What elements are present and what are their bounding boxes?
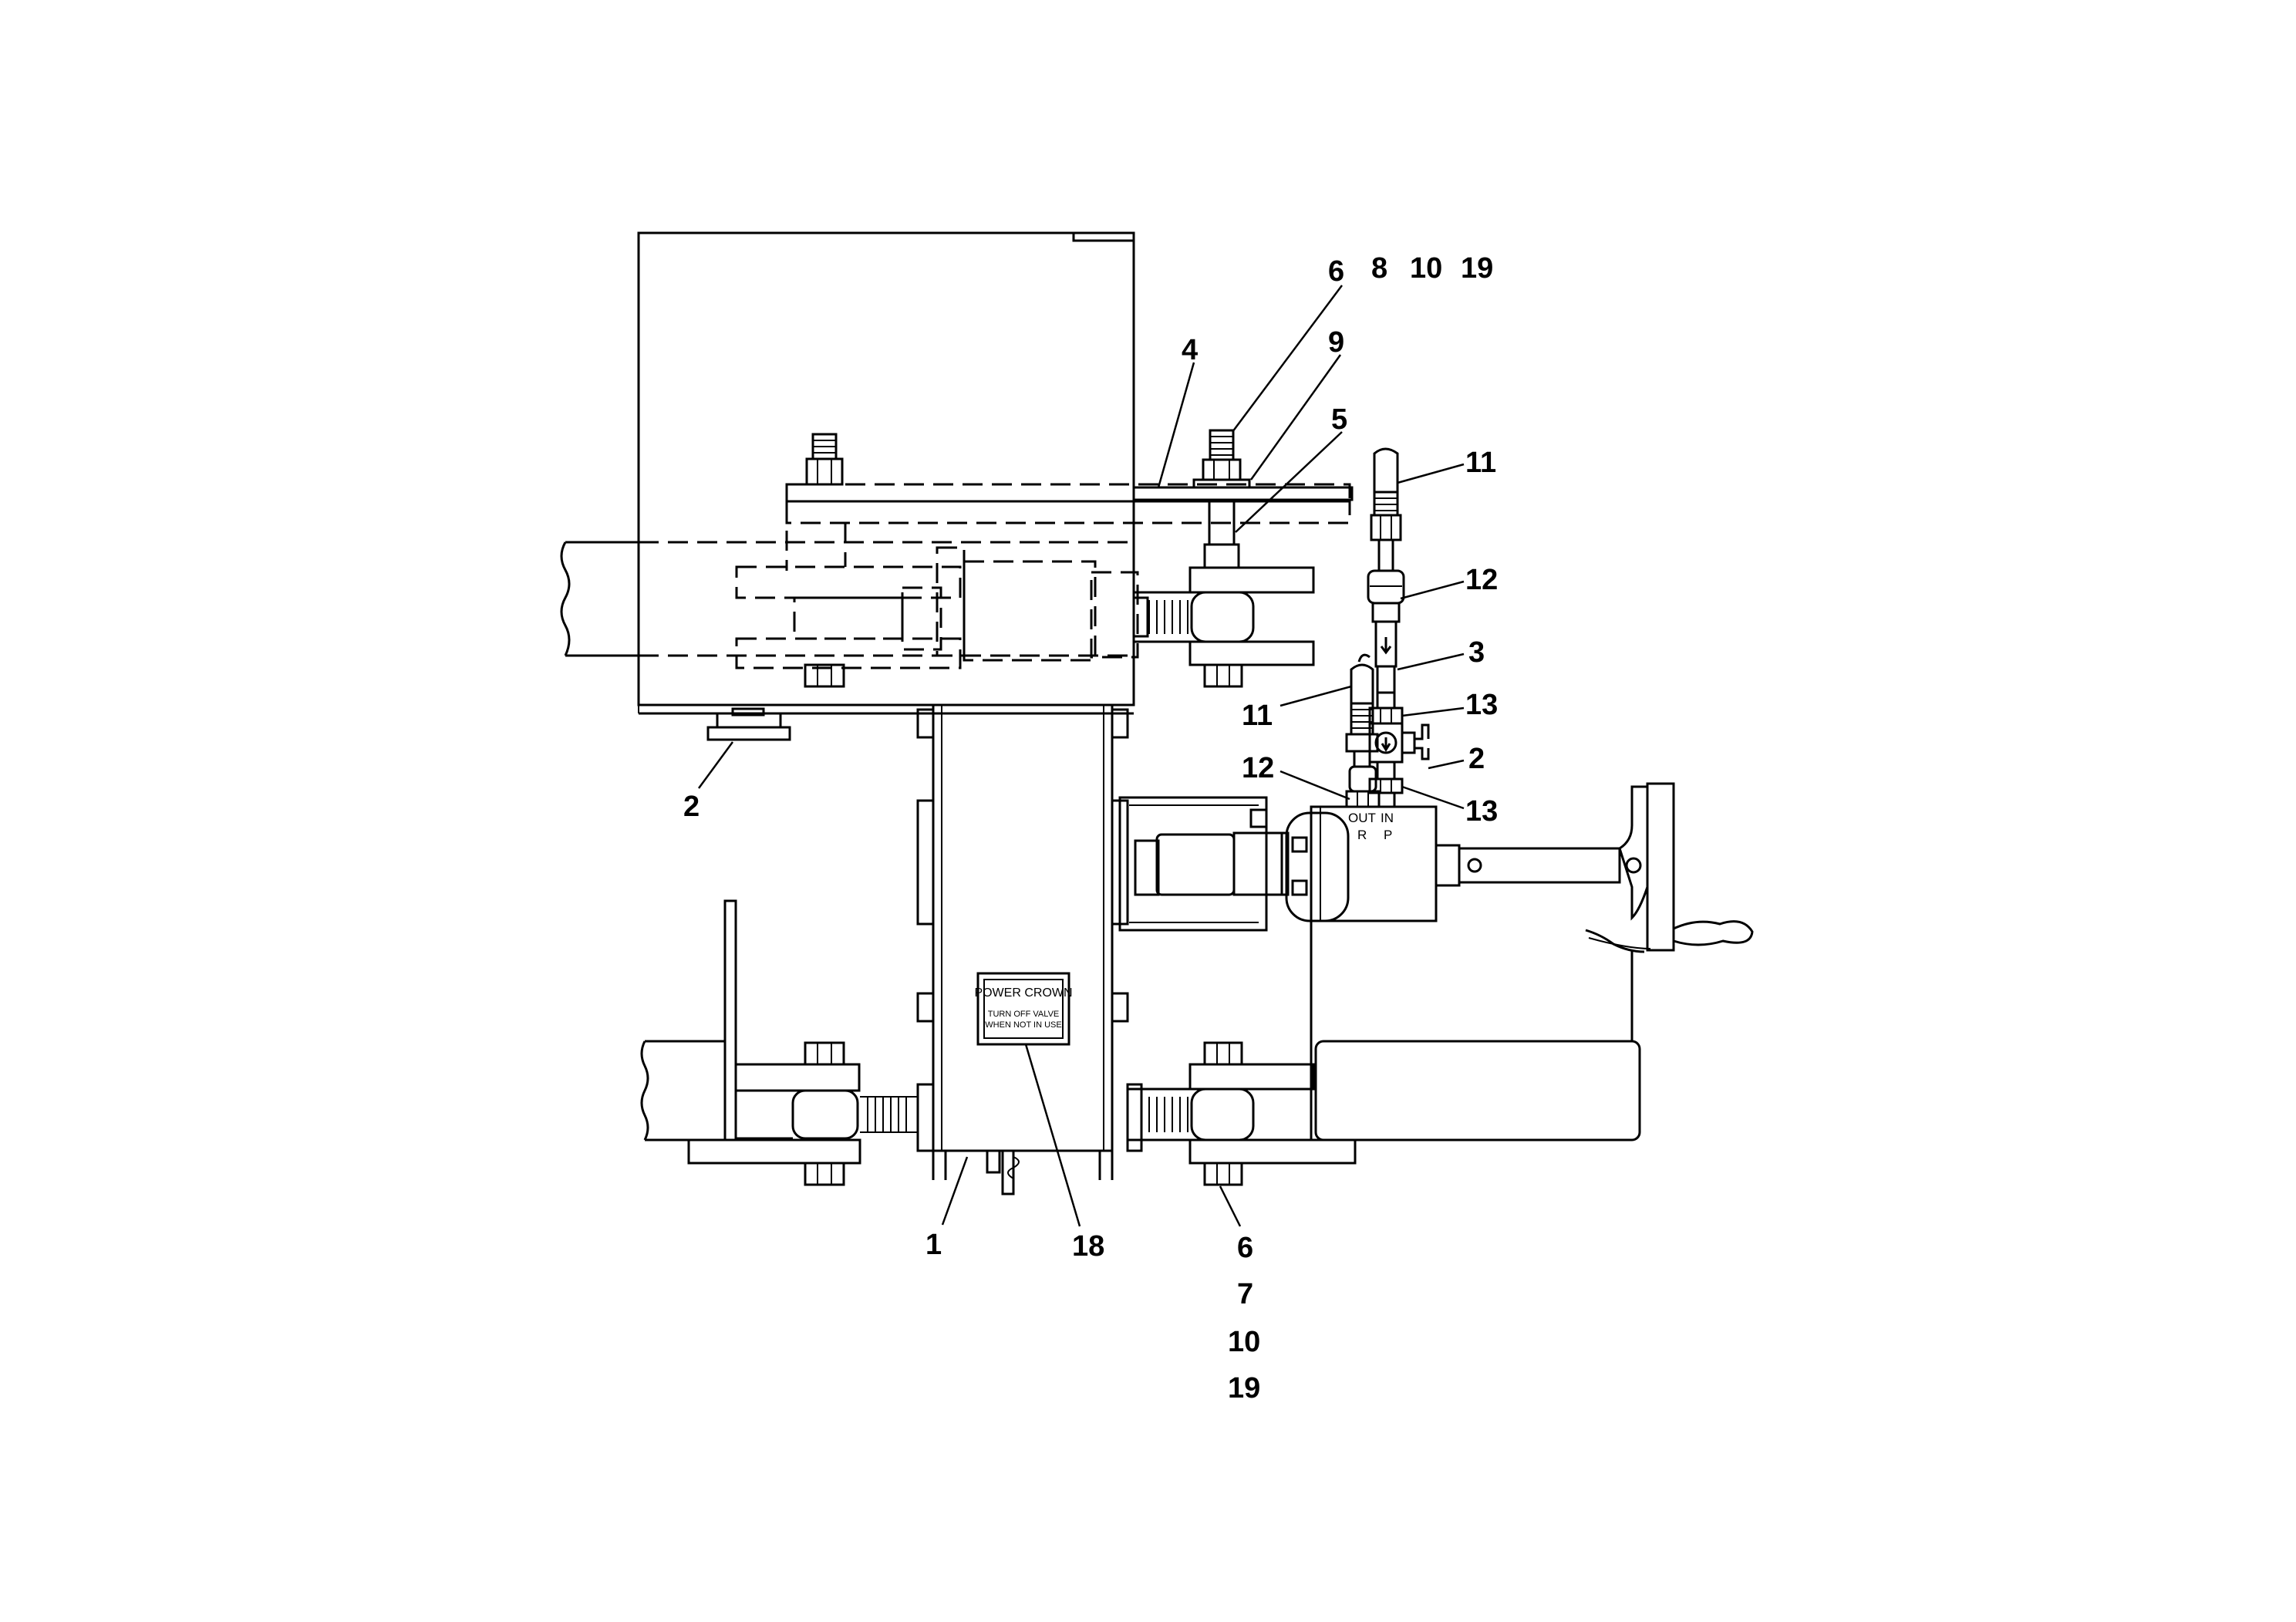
callout-1: 1 [925, 1229, 942, 1261]
callout-19-bottom: 19 [1228, 1372, 1260, 1404]
port-p-label: P [1384, 828, 1392, 842]
callout-labels: 6 8 10 19 4 9 5 11 12 3 11 13 2 12 13 2 … [683, 252, 1498, 1404]
lower-right-clevis [1126, 1041, 1357, 1186]
callout-2-left: 2 [683, 791, 700, 823]
left-washer-2 [706, 707, 791, 741]
callout-3: 3 [1468, 636, 1485, 669]
callout-5: 5 [1331, 403, 1347, 436]
leader-lines [697, 285, 1465, 1227]
callout-2-right: 2 [1468, 743, 1485, 775]
hidden-bolt-assembly [735, 483, 1351, 669]
motor-coupling [1118, 796, 1290, 932]
callout-19-top: 19 [1461, 252, 1493, 285]
central-column [916, 703, 1129, 1195]
callout-8-top: 8 [1371, 252, 1387, 285]
callout-12-top: 12 [1465, 564, 1498, 596]
callout-6-top: 6 [1328, 255, 1344, 288]
callout-10-top: 10 [1410, 252, 1442, 285]
valve-port-labels: OUT IN R P [1348, 811, 1394, 842]
decal-title: POWER CROWN [974, 986, 1072, 1000]
callout-9: 9 [1328, 326, 1344, 359]
callout-18: 18 [1072, 1230, 1104, 1263]
port-r-label: R [1357, 828, 1367, 842]
callout-7-bottom: 7 [1237, 1278, 1253, 1310]
hose-assembly [1345, 447, 1430, 808]
valve-body [1285, 782, 1754, 953]
callout-11-mid: 11 [1242, 700, 1273, 732]
decal-line-2: TURN OFF VALVE [988, 1010, 1060, 1019]
left-stud-nut [804, 433, 845, 688]
callout-13-mid: 13 [1465, 689, 1498, 721]
lower-left-beam [640, 899, 935, 1186]
port-out-label: OUT [1348, 811, 1376, 825]
port-in-label: IN [1381, 811, 1394, 825]
lower-motor [1310, 921, 1641, 1141]
callout-11-top: 11 [1465, 447, 1496, 479]
decal-line-3: WHEN NOT IN USE [985, 1020, 1061, 1030]
upper-right-clevis [1132, 429, 1354, 688]
upper-frame-box [637, 231, 1135, 715]
callout-4: 4 [1182, 334, 1198, 366]
warning-decal: POWER CROWN TURN OFF VALVE WHEN NOT IN U… [974, 986, 1072, 1030]
callout-10-bottom: 10 [1228, 1326, 1260, 1358]
upper-left-beam [560, 541, 1134, 657]
callout-12-low: 12 [1242, 752, 1274, 784]
callout-6-bottom: 6 [1237, 1232, 1253, 1264]
callout-13-low: 13 [1465, 795, 1498, 828]
